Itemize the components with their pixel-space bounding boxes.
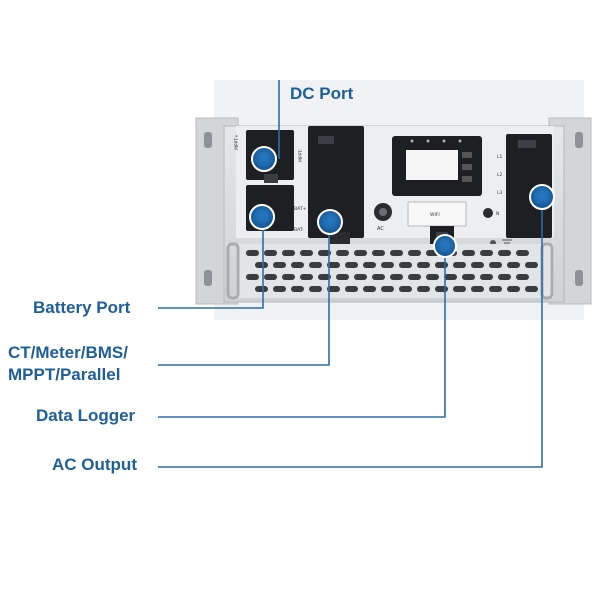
vent-slot xyxy=(516,274,529,280)
vent-slot xyxy=(399,262,412,268)
label-n: N xyxy=(496,211,499,217)
vent-slot xyxy=(345,262,358,268)
vent-slot xyxy=(327,286,340,292)
label-l3: L3 xyxy=(497,190,503,196)
vent-slot xyxy=(489,262,502,268)
vent-slot xyxy=(318,274,331,280)
vent-slot xyxy=(300,274,313,280)
label-bat-plus: BAT+ xyxy=(294,206,307,212)
ac-output-module xyxy=(506,134,552,238)
vent-slot xyxy=(345,286,358,292)
vent-slot xyxy=(336,250,349,256)
vent-slot xyxy=(453,262,466,268)
vent-slot xyxy=(399,286,412,292)
leader-data-logger xyxy=(158,247,446,418)
label-bat-minus: BAT- xyxy=(294,227,304,233)
callout-battery-port: Battery Port xyxy=(33,298,131,317)
vent-slot xyxy=(453,286,466,292)
vent-slot xyxy=(363,286,376,292)
vent-slot xyxy=(264,250,277,256)
vent-slot xyxy=(507,262,520,268)
vent-slots xyxy=(246,250,538,292)
vent-slot xyxy=(462,274,475,280)
handle-left xyxy=(226,242,240,300)
vent-slot xyxy=(480,250,493,256)
vent-slot xyxy=(255,262,268,268)
vent-slot xyxy=(390,250,403,256)
callout-dc-port: DC Port xyxy=(290,84,354,103)
vent-slot xyxy=(273,262,286,268)
leader-comm-port xyxy=(158,222,330,366)
vent-slot xyxy=(471,262,484,268)
vent-slot xyxy=(507,286,520,292)
vent-slot xyxy=(300,250,313,256)
vent-slot xyxy=(372,274,385,280)
label-l2: L2 xyxy=(497,172,503,178)
callout-ac-output: AC Output xyxy=(52,455,137,474)
vent-slot xyxy=(246,250,259,256)
vent-slot xyxy=(255,286,268,292)
vent-slot xyxy=(471,286,484,292)
vent-slot xyxy=(408,274,421,280)
vent-slot xyxy=(498,274,511,280)
vent-slot xyxy=(444,274,457,280)
vent-slot xyxy=(417,262,430,268)
vent-slot xyxy=(291,262,304,268)
leader-battery-port xyxy=(158,218,264,309)
vent-slot xyxy=(309,286,322,292)
vent-slot xyxy=(327,262,340,268)
vent-slot xyxy=(273,286,286,292)
vent-slot xyxy=(381,286,394,292)
leader-lines xyxy=(158,80,543,468)
vent-slot xyxy=(525,262,538,268)
label-ac: AC xyxy=(377,226,384,232)
vent-slot xyxy=(480,274,493,280)
vent-slot xyxy=(291,286,304,292)
vent-slot xyxy=(426,274,439,280)
comm-module xyxy=(308,126,364,238)
label-l1: L1 xyxy=(497,154,503,160)
vent-slot xyxy=(246,274,259,280)
vent-slot xyxy=(354,274,367,280)
leader-ac-output xyxy=(158,198,543,468)
vent-slot xyxy=(435,286,448,292)
vent-slot xyxy=(282,274,295,280)
vent-slot xyxy=(354,250,367,256)
vent-slot xyxy=(264,274,277,280)
vent-slot xyxy=(462,250,475,256)
vent-slot xyxy=(489,286,502,292)
vent-slot xyxy=(309,262,322,268)
callout-data-logger: Data Logger xyxy=(36,406,136,425)
vent-slot xyxy=(417,286,430,292)
vent-slot xyxy=(363,262,376,268)
vent-slot xyxy=(282,250,295,256)
vent-slot xyxy=(318,250,331,256)
vent-slot xyxy=(525,286,538,292)
vent-slot xyxy=(498,250,511,256)
display-screen xyxy=(406,150,458,180)
vent-slot xyxy=(516,250,529,256)
vent-slot xyxy=(372,250,385,256)
vent-slot xyxy=(381,262,394,268)
label-mppt-minus: MPPT- xyxy=(298,148,304,162)
callout-comm-port: CT/Meter/BMS/ MPPT/Parallel xyxy=(8,343,128,384)
vent-slot xyxy=(336,274,349,280)
label-wifi: WIFI xyxy=(430,212,440,218)
vent-slot xyxy=(408,250,421,256)
port-marker-icon xyxy=(249,146,555,258)
label-mppt-plus: MPPT+ xyxy=(234,134,240,150)
vent-slot xyxy=(435,262,448,268)
vent-slot xyxy=(390,274,403,280)
